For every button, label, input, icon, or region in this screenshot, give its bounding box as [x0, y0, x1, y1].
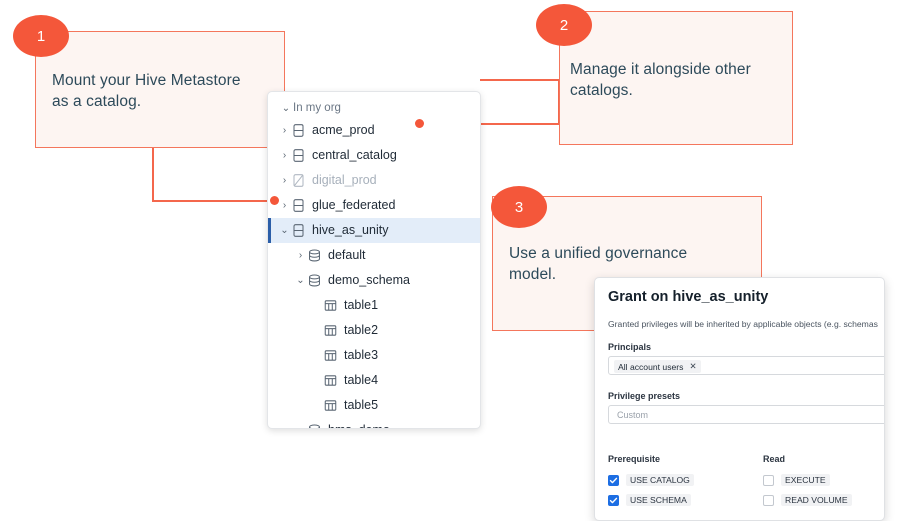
tree-row-label: hms_demo	[328, 424, 390, 428]
callout-1-number: 1	[36, 27, 46, 45]
tree-row-label: table5	[344, 398, 379, 413]
tree-header-in-my-org[interactable]: ⌄ In my org	[268, 98, 480, 118]
callout-1-badge: 1	[13, 15, 69, 57]
connector-2-horizontal	[420, 123, 560, 125]
principals-label: Principals	[608, 342, 652, 352]
table-icon	[323, 298, 338, 313]
chevron-down-icon: ⌄	[281, 102, 291, 114]
table-icon	[323, 398, 338, 413]
callout-3-number: 3	[514, 198, 524, 216]
tree-row-label: table4	[344, 373, 379, 388]
connector-2-stub	[480, 79, 560, 81]
tree-row-label: table1	[344, 298, 379, 313]
tree-row-label: acme_prod	[312, 123, 375, 138]
tree-row-label: demo_schema	[328, 273, 410, 288]
tree-row-table2[interactable]: table2	[268, 318, 480, 343]
schema-icon	[307, 273, 322, 288]
dialog-description: Granted privileges will be inherited by …	[608, 319, 878, 329]
tree-row-label: digital_prod	[312, 173, 377, 188]
tree-row-table4[interactable]: table4	[268, 368, 480, 393]
chevron-down-icon[interactable]: ⌄	[280, 225, 289, 236]
chevron-right-icon[interactable]: ›	[294, 425, 307, 428]
tree-row-default[interactable]: › default	[268, 243, 480, 268]
catalog-unavailable-icon	[291, 173, 306, 188]
chevron-right-icon[interactable]: ›	[282, 125, 287, 136]
tree-row-hive-as-unity[interactable]: ⌄ hive_as_unity	[268, 218, 480, 243]
chevron-right-icon[interactable]: ›	[282, 200, 287, 211]
connector-2-endpoint-dot	[415, 119, 424, 128]
grant-dialog[interactable]: Grant on hive_as_unity Granted privilege…	[594, 277, 885, 521]
checkbox-row-read-volume[interactable]: READ VOLUME	[763, 494, 852, 506]
checkbox-label: USE CATALOG	[626, 474, 694, 486]
tree-row-label: central_catalog	[312, 148, 397, 163]
callout-2-text: Manage it alongside other catalogs.	[570, 61, 751, 99]
table-icon	[323, 373, 338, 388]
tree-row-hms-demo[interactable]: › hms_demo	[268, 418, 480, 428]
tree-row-digital-prod[interactable]: › digital_prod	[268, 168, 480, 193]
chevron-right-icon[interactable]: ›	[282, 175, 287, 186]
callout-3-badge: 3	[491, 186, 547, 228]
catalog-tree-panel[interactable]: ⌄ In my org › acme_prod › central_catalog › d…	[267, 91, 481, 429]
privilege-presets-value: Custom	[617, 410, 649, 420]
tree-row-label: table3	[344, 348, 379, 363]
checkbox-row-execute[interactable]: EXECUTE	[763, 474, 830, 486]
chevron-down-icon[interactable]: ⌄	[296, 275, 305, 286]
principal-chip-label: All account users	[618, 361, 684, 372]
chevron-right-icon[interactable]: ›	[298, 250, 303, 261]
connector-1-vertical	[152, 147, 154, 202]
tree-row-table3[interactable]: table3	[268, 343, 480, 368]
schema-icon	[307, 248, 322, 263]
tree-row-label: glue_federated	[312, 198, 396, 213]
callout-3-text: Use a unified governance model.	[509, 245, 688, 283]
callout-2-number: 2	[559, 16, 569, 34]
checkbox-row-use-schema[interactable]: USE SCHEMA	[608, 494, 691, 506]
callout-1-box	[35, 31, 285, 148]
callout-1-text: Mount your Hive Metastore as a catalog.	[52, 72, 241, 110]
principal-chip[interactable]: All account users ✕	[614, 360, 701, 373]
checkbox-checked-icon[interactable]	[608, 494, 619, 506]
checkbox-unchecked-icon[interactable]	[763, 474, 774, 486]
tree-row-acme-prod[interactable]: › acme_prod	[268, 118, 480, 143]
schema-icon	[307, 423, 322, 428]
tree-row-table1[interactable]: table1	[268, 293, 480, 318]
checkbox-label: READ VOLUME	[781, 494, 852, 506]
checkbox-label: USE SCHEMA	[626, 494, 691, 506]
chevron-right-icon[interactable]: ›	[282, 150, 287, 161]
catalog-icon	[291, 223, 306, 238]
tree-row-list: ›acme_prod›central_catalog›digital_prod›…	[268, 118, 480, 428]
table-icon	[323, 348, 338, 363]
connector-1-horizontal	[152, 200, 274, 202]
checkbox-label: EXECUTE	[781, 474, 830, 486]
checkbox-row-use-catalog[interactable]: USE CATALOG	[608, 474, 694, 486]
tree-row-demo-schema[interactable]: ⌄ demo_schema	[268, 268, 480, 293]
close-icon[interactable]: ✕	[689, 361, 697, 371]
catalog-icon	[291, 148, 306, 163]
tree-row-label: hive_as_unity	[312, 223, 389, 238]
connector-1-endpoint-dot	[270, 196, 279, 205]
principals-input[interactable]: All account users ✕	[608, 356, 884, 375]
privilege-presets-label: Privilege presets	[608, 391, 681, 401]
checkbox-unchecked-icon[interactable]	[763, 494, 774, 506]
tree-row-central-catalog[interactable]: › central_catalog	[268, 143, 480, 168]
dialog-title: Grant on hive_as_unity	[608, 289, 769, 305]
privilege-presets-select[interactable]: Custom	[608, 405, 884, 424]
callout-2-box	[559, 11, 793, 145]
tree-row-label: table2	[344, 323, 379, 338]
checkbox-checked-icon[interactable]	[608, 474, 619, 486]
tree-row-label: default	[328, 248, 366, 263]
tree-header-label: In my org	[293, 102, 341, 114]
tree-row-table5[interactable]: table5	[268, 393, 480, 418]
catalog-icon	[291, 123, 306, 138]
catalog-icon	[291, 198, 306, 213]
column-header-read: Read	[763, 454, 786, 464]
tree-row-glue-federated[interactable]: › glue_federated	[268, 193, 480, 218]
callout-2-badge: 2	[536, 4, 592, 46]
table-icon	[323, 323, 338, 338]
column-header-prerequisite: Prerequisite	[608, 454, 661, 464]
